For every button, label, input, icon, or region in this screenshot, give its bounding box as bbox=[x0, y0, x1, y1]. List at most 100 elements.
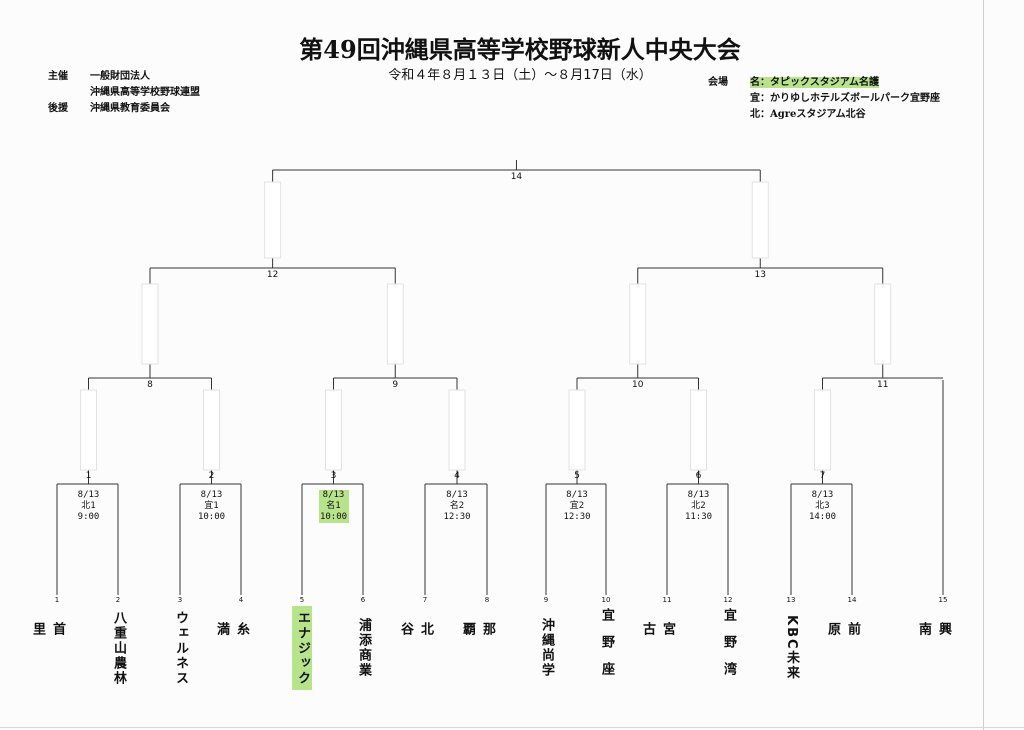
team-name: エナジック bbox=[292, 606, 312, 690]
game-date: 8/13 bbox=[200, 490, 223, 500]
game-venue: 宜1 bbox=[204, 501, 219, 511]
round-number: 11 bbox=[877, 380, 889, 390]
team-name: KBC未来 bbox=[784, 615, 799, 681]
venue-1: 名：タピックスタジアム名護 bbox=[750, 76, 879, 90]
venue-3-key: 北 bbox=[750, 109, 760, 120]
game-venue: 宜2 bbox=[569, 501, 585, 511]
sponsor: 沖縄県教育委員会 bbox=[90, 103, 170, 114]
round-number: 14 bbox=[510, 172, 523, 182]
team-name: 興南 bbox=[916, 621, 951, 675]
round-number: 12 bbox=[266, 270, 279, 280]
team-name: 那覇 bbox=[460, 621, 495, 675]
team-name: 首里 bbox=[30, 621, 65, 675]
game-number: 7 bbox=[819, 471, 826, 481]
game-time: 10:00 bbox=[318, 512, 349, 523]
team-number: 14 bbox=[847, 596, 857, 604]
venue-2-name: ：かりゆしホテルズボールパーク宜野座 bbox=[760, 93, 940, 104]
game-date: 8/13 bbox=[77, 490, 100, 500]
game-date: 8/13 bbox=[811, 490, 834, 500]
team-number: 4 bbox=[238, 596, 244, 604]
score-box bbox=[751, 181, 769, 259]
team-number: 2 bbox=[115, 596, 121, 604]
round-number: 9 bbox=[392, 380, 399, 390]
score-box bbox=[814, 389, 831, 471]
venue-2: 宜：かりゆしホテルズボールパーク宜野座 bbox=[750, 92, 940, 106]
team-number: 12 bbox=[723, 596, 733, 604]
team-name: 八重山農林 bbox=[111, 610, 126, 686]
game-time: 14:00 bbox=[808, 512, 837, 522]
venue-1-name: ：タピックスタジアム名護 bbox=[760, 77, 879, 88]
game-time: 12:30 bbox=[443, 512, 471, 522]
game-time: 9:00 bbox=[77, 512, 100, 522]
game-date: 8/13 bbox=[318, 490, 349, 501]
score-box bbox=[80, 389, 97, 471]
team-name: 宜野座 bbox=[599, 607, 614, 689]
team-number: 10 bbox=[601, 596, 611, 604]
host-label: 主催 bbox=[48, 71, 68, 82]
venue-1-highlight: 名：タピックスタジアム名護 bbox=[750, 77, 879, 88]
score-box bbox=[629, 283, 647, 365]
venue-3-name: ：Agreスタジアム北谷 bbox=[760, 109, 866, 120]
team-number: 15 bbox=[938, 596, 948, 604]
game-number: 3 bbox=[330, 471, 337, 481]
game-number: 2 bbox=[208, 471, 215, 481]
game-venue: 北3 bbox=[815, 501, 830, 511]
team-number: 6 bbox=[360, 596, 366, 604]
game-number: 1 bbox=[85, 471, 92, 481]
team-name: 宜野湾 bbox=[721, 607, 736, 689]
host-line2: 沖縄県高等学校野球連盟 bbox=[90, 87, 200, 98]
team-number: 13 bbox=[786, 596, 796, 604]
team-number: 8 bbox=[484, 596, 490, 604]
game-date: 8/13 bbox=[446, 490, 468, 500]
team-number: 11 bbox=[662, 596, 672, 604]
game-date: 8/13 bbox=[687, 490, 710, 500]
score-box bbox=[264, 181, 282, 259]
team-name: 浦添商業 bbox=[356, 618, 371, 678]
page-edge bbox=[0, 727, 1024, 728]
game-number: 6 bbox=[695, 471, 702, 481]
team-name: 糸満 bbox=[214, 621, 249, 675]
game-venue: 北1 bbox=[81, 501, 96, 511]
score-box bbox=[325, 389, 342, 471]
score-box bbox=[203, 389, 220, 471]
team-name: 前原 bbox=[825, 621, 860, 675]
venue-label: 会場 bbox=[708, 77, 728, 88]
game-time: 12:30 bbox=[563, 512, 591, 522]
host-line1: 一般財団法人 bbox=[90, 71, 150, 82]
game-venue: 名1 bbox=[318, 501, 349, 512]
venue-3: 北：Agreスタジアム北谷 bbox=[750, 108, 866, 122]
game-venue: 北2 bbox=[691, 501, 706, 511]
score-box bbox=[568, 389, 586, 471]
game-number: 5 bbox=[574, 471, 580, 481]
team-name: ウェルネス bbox=[173, 610, 188, 686]
sponsor-label: 後援 bbox=[48, 103, 68, 114]
team-name: 宮古 bbox=[640, 621, 675, 675]
score-box bbox=[141, 283, 159, 365]
team-name: 沖縄尚学 bbox=[539, 618, 554, 678]
game-venue: 名2 bbox=[449, 501, 465, 511]
round-number: 8 bbox=[147, 380, 153, 390]
tournament-title: 第49回沖縄県高等学校野球新人中央大会 bbox=[299, 35, 741, 64]
round-number: 10 bbox=[632, 380, 644, 390]
team-number: 7 bbox=[422, 596, 428, 604]
game-date: 8/13 bbox=[566, 490, 588, 500]
tournament-dates: 令和４年８月１３日（土）～８月17日（水） bbox=[388, 68, 652, 83]
page-edge bbox=[983, 0, 984, 730]
round-number: 13 bbox=[754, 270, 766, 280]
score-box bbox=[874, 283, 892, 365]
score-box bbox=[386, 283, 404, 365]
score-box bbox=[448, 389, 466, 471]
score-box bbox=[690, 389, 707, 471]
game-time: 11:30 bbox=[684, 512, 713, 522]
team-name: 北谷 bbox=[398, 621, 433, 675]
team-number: 9 bbox=[543, 596, 549, 604]
game-number: 4 bbox=[454, 471, 460, 481]
team-number: 3 bbox=[177, 596, 183, 604]
venue-1-key: 名 bbox=[750, 77, 760, 88]
game-time: 10:00 bbox=[197, 512, 226, 522]
venue-2-key: 宜 bbox=[750, 93, 760, 104]
team-number: 1 bbox=[54, 596, 60, 604]
team-number: 5 bbox=[299, 596, 305, 604]
